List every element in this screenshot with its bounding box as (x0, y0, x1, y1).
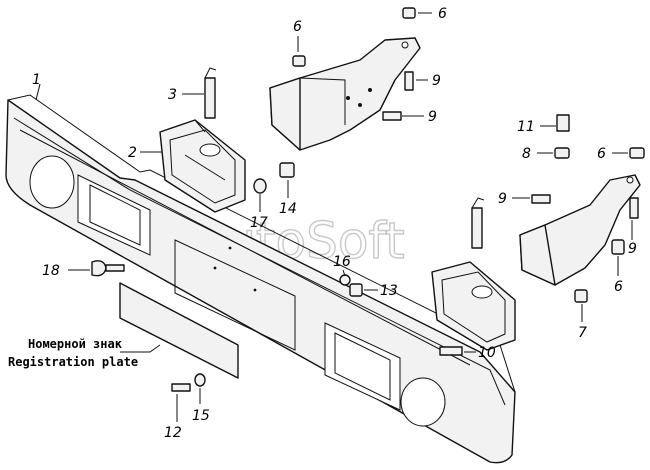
callout-15: 15 (192, 408, 210, 424)
callout-8: 8 (522, 146, 531, 162)
fasteners (91, 7, 645, 392)
callout-9b: 9 (428, 109, 437, 125)
upper-mount-left (269, 37, 421, 151)
bracket-left (159, 119, 246, 213)
callout-6c: 6 (597, 146, 606, 162)
leader-lines (35, 12, 633, 422)
callout-13: 13 (380, 283, 398, 299)
callout-16: 16 (333, 254, 351, 270)
callout-11: 11 (517, 119, 535, 135)
callout-9c: 9 (498, 191, 507, 207)
callouts: 1 2 3 6 6 9 9 11 8 6 9 9 6 7 17 14 16 13… (32, 6, 637, 441)
callout-6a: 6 (438, 6, 447, 22)
caption-ru: Номерной знак (28, 337, 123, 351)
callout-9a: 9 (432, 73, 441, 89)
pin-right (471, 197, 485, 249)
registration-plate (119, 282, 239, 379)
bumper (5, 94, 516, 464)
callout-6d: 6 (614, 279, 623, 295)
bracket-right (431, 261, 516, 351)
callout-14: 14 (279, 201, 297, 217)
pin-left (204, 67, 217, 119)
callout-1: 1 (32, 72, 41, 88)
callout-12: 12 (164, 425, 182, 441)
callout-3: 3 (168, 87, 177, 103)
callout-9d: 9 (628, 241, 637, 257)
callout-7: 7 (578, 325, 587, 341)
callout-10: 10 (478, 345, 496, 361)
callout-17: 17 (250, 215, 268, 231)
callout-2: 2 (128, 145, 137, 161)
callout-18: 18 (42, 263, 60, 279)
upper-mount-right (519, 174, 641, 286)
callout-6b: 6 (293, 19, 302, 35)
caption-en: Registration plate (8, 355, 138, 369)
